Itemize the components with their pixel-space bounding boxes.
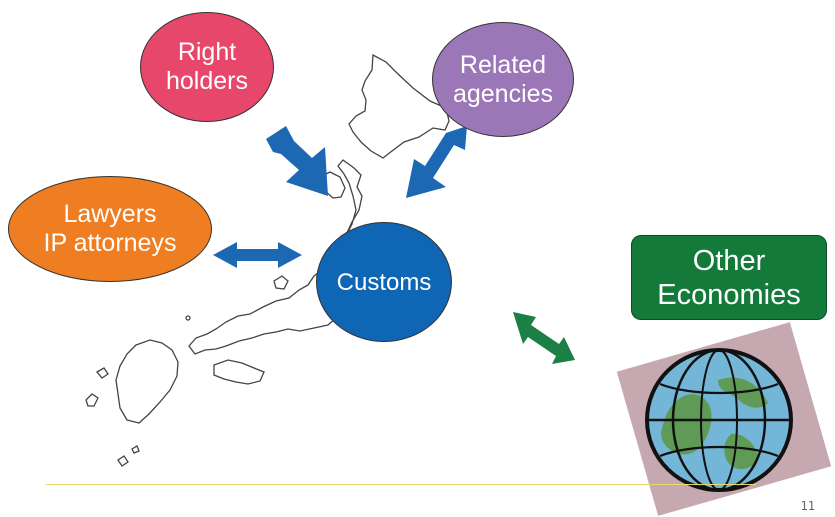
page-number: 11 bbox=[800, 499, 815, 513]
arrow-lawyers-customs bbox=[213, 242, 302, 268]
right-holders-node: Right holders bbox=[140, 12, 274, 122]
arrow-right-holders-customs bbox=[266, 126, 328, 196]
arrow-customs-other-economies bbox=[513, 312, 575, 364]
related-agencies-node: Related agencies bbox=[432, 22, 574, 137]
footer-divider bbox=[46, 484, 756, 485]
arrow-related-agencies-customs bbox=[406, 126, 467, 198]
connector-arrows bbox=[213, 126, 575, 364]
globe-icon bbox=[616, 322, 832, 516]
other-economies-box: Other Economies bbox=[631, 235, 827, 320]
lawyers-node: Lawyers IP attorneys bbox=[8, 176, 212, 282]
customs-node: Customs bbox=[316, 222, 452, 342]
